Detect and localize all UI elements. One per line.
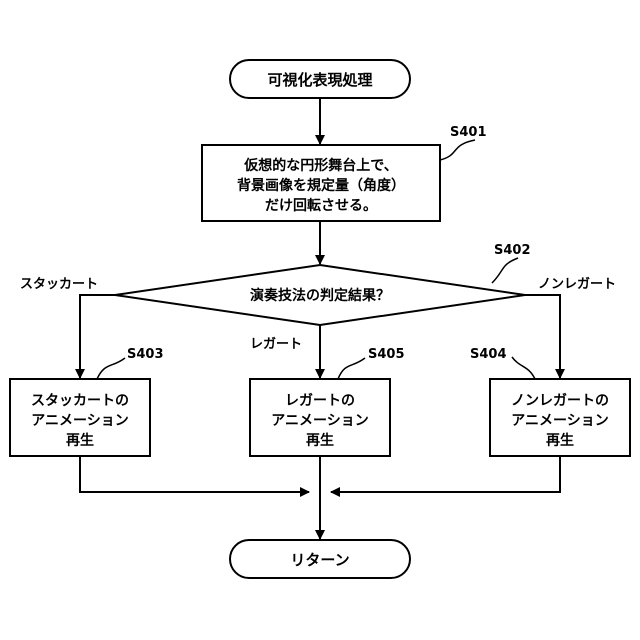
arrow-s404-to-merge [331, 456, 560, 492]
s405-line-2: アニメーション [271, 413, 368, 429]
s404-line-2: アニメーション [511, 413, 608, 429]
s404-step-id: S404 [470, 347, 507, 362]
s403-line-1: スタッカートの [31, 393, 129, 409]
s401-line-3: だけ回転させる。 [265, 197, 377, 214]
start-label: 可視化表現処理 [267, 71, 372, 89]
s404-leader-line [512, 357, 535, 379]
s404-line-1: ノンレガートの [511, 393, 609, 409]
s402-step-id: S402 [494, 243, 531, 258]
s401-line-2: 背景画像を規定量（角度） [237, 177, 405, 194]
s401-step-id: S401 [450, 125, 487, 140]
s403-line-3: 再生 [66, 432, 94, 449]
end-label: リターン [290, 551, 349, 569]
branch-label-staccato: スタッカート [20, 277, 98, 292]
s402-question: 演奏技法の判定結果？ [250, 287, 390, 304]
branch-label-legato: レガート [250, 337, 302, 352]
arrow-s403-to-merge [80, 456, 309, 492]
s401-leader-line [440, 140, 475, 160]
arrow-s402-to-s404 [525, 295, 560, 378]
s403-leader-line [97, 358, 125, 379]
s404-line-3: 再生 [546, 432, 574, 449]
s401-line-1: 仮想的な円形舞台上で、 [243, 157, 397, 174]
s405-line-3: 再生 [306, 432, 334, 449]
s402-leader-line [492, 258, 518, 283]
s403-line-2: アニメーション [31, 413, 128, 429]
s403-step-id: S403 [127, 347, 164, 362]
s405-line-1: レガートの [285, 393, 355, 409]
branch-label-nonlegato: ノンレガート [538, 277, 616, 292]
s405-leader-line [338, 358, 365, 379]
s405-step-id: S405 [368, 347, 405, 362]
